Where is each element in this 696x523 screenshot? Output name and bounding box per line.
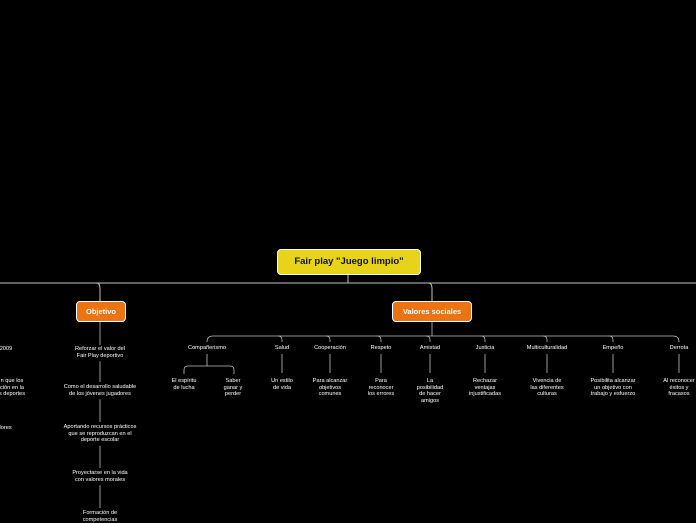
objetivo-label: Objetivo (85, 307, 116, 316)
left-partial-item[interactable]: alores (0, 425, 12, 431)
branch-8[interactable]: Derrota (669, 345, 689, 351)
branch-tick (425, 335, 431, 342)
valores-bus (206, 335, 680, 343)
valores-connector (427, 282, 433, 301)
valores-sociales-label: Valores sociales (402, 307, 462, 316)
branch-4[interactable]: Amistad (419, 345, 441, 351)
branch-2[interactable]: Cooperación (314, 345, 346, 351)
branch-6[interactable]: Multiculturalidad (526, 345, 568, 351)
branch-0[interactable]: Compañerismo (188, 345, 226, 351)
branch-7[interactable]: Empeño (602, 345, 624, 351)
branch-tick (608, 335, 614, 342)
left-partial-item[interactable]: 2009 (0, 346, 13, 352)
branch-child-bus (183, 365, 235, 374)
branch-tick (542, 335, 548, 342)
branch-5[interactable]: Justicia (475, 345, 495, 351)
branch-1[interactable]: Salud (274, 345, 290, 351)
objetivo-connector (95, 282, 101, 301)
valores-sociales-node[interactable]: Valores sociales (392, 301, 472, 322)
branch-3[interactable]: Respeto (370, 345, 392, 351)
objetivo-node[interactable]: Objetivo (76, 301, 126, 322)
branch-tick (325, 335, 331, 342)
branch-tick (480, 335, 486, 342)
root-label: Fair play "Juego limpio" (294, 256, 404, 267)
branch-tick (277, 335, 283, 342)
branch-tick (376, 335, 382, 342)
root-node[interactable]: Fair play "Juego limpio" (277, 249, 421, 275)
